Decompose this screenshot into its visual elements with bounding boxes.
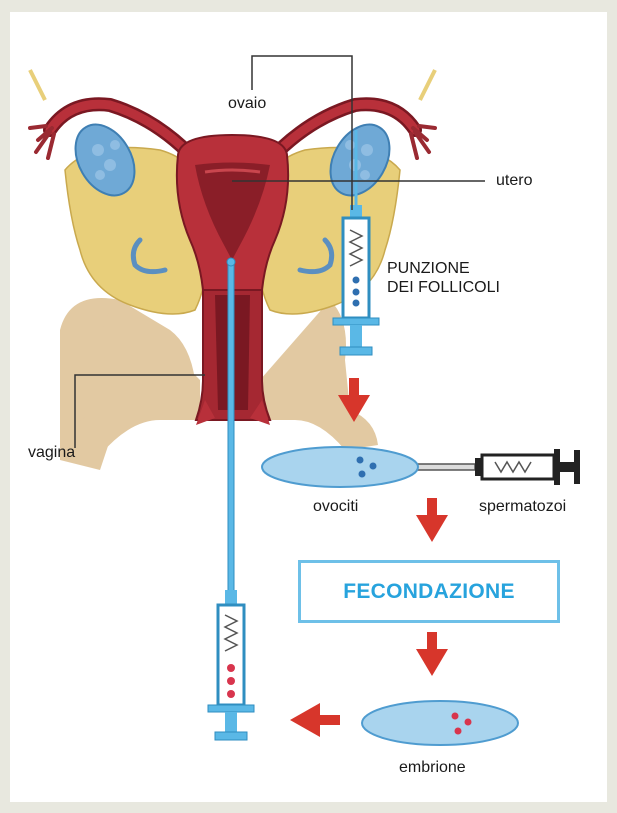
label-ovaio: ovaio bbox=[228, 95, 266, 113]
oocyte-dish bbox=[262, 447, 418, 487]
label-embrione: embrione bbox=[399, 759, 466, 777]
pelvis-base bbox=[60, 298, 480, 470]
label-punzione-line1: PUNZIONE bbox=[387, 260, 470, 278]
arrow-to-fertilization bbox=[416, 498, 448, 542]
label-ovociti: ovociti bbox=[313, 498, 358, 516]
label-punzione-line2: DEI FOLLICOLI bbox=[387, 279, 500, 297]
fecondazione-box: FECONDAZIONE bbox=[298, 560, 560, 623]
transfer-syringe bbox=[208, 590, 254, 740]
sperm-syringe bbox=[405, 449, 580, 485]
arrow-to-transfer bbox=[290, 703, 340, 737]
label-spermatozoi: spermatozoi bbox=[479, 498, 566, 516]
transfer-catheter bbox=[227, 258, 235, 592]
embryo-dish bbox=[362, 701, 518, 745]
fecondazione-label: FECONDAZIONE bbox=[343, 580, 515, 604]
label-utero: utero bbox=[496, 172, 532, 190]
arrow-to-embryo bbox=[416, 632, 448, 676]
label-vagina: vagina bbox=[28, 444, 75, 462]
